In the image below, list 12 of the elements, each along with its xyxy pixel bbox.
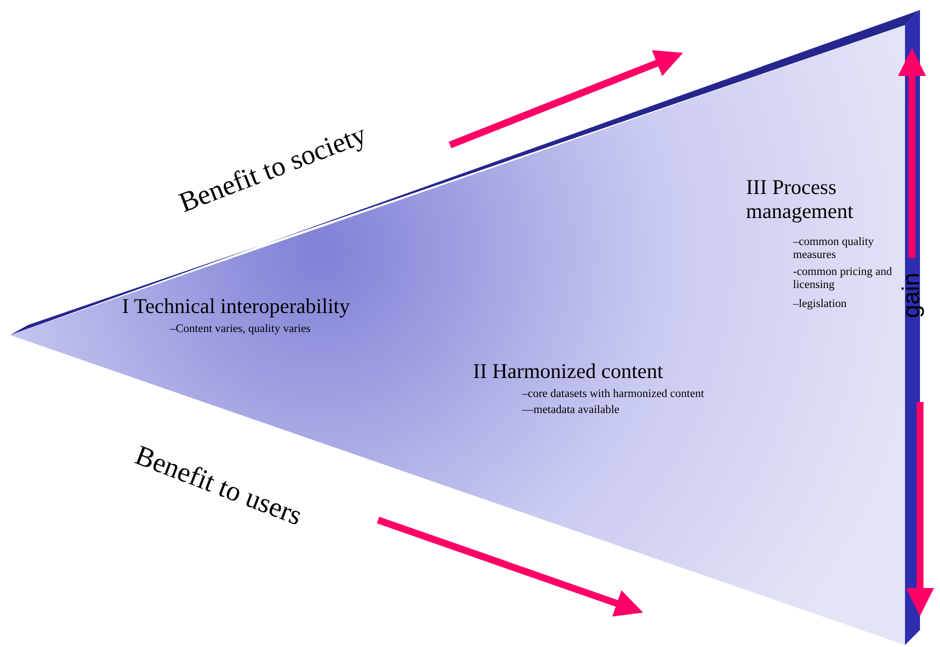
bullet-text: -common pricing and licensing [793,266,893,292]
bullet-text: –common quality measures [793,236,875,262]
axis-label: Benefit to society [175,119,371,220]
stage-heading: III Process management [746,175,854,224]
bullet-text: —metadata available [522,404,620,418]
bullet-text: –core datasets with harmonized content [522,388,704,402]
axis-label: gain [898,272,926,318]
stage-heading: II Harmonized content [473,359,664,384]
bullet-text: –Content varies, quality varies [170,323,311,336]
axis-label: Benefit to users [130,440,306,534]
bullet-text: –legislation [793,298,847,312]
stage-heading: I Technical interoperability [122,294,350,318]
